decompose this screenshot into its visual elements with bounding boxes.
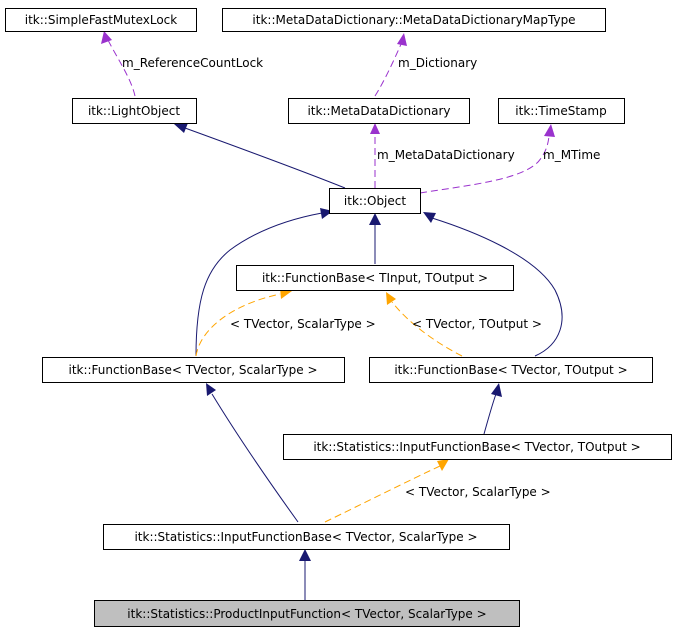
nodes: itk::SimpleFastMutexLock itk::MetaDataDi… [5, 8, 672, 627]
arrow-lightobject [174, 123, 188, 133]
node-label: itk::FunctionBase< TVector, TOutput > [394, 363, 627, 377]
label-mtime: m_MTime [543, 148, 600, 162]
edge-object-to-lightobject [184, 127, 346, 189]
arrow-functionbase-scalartype [206, 383, 216, 396]
node-label: itk::MetaDataDictionary::MetaDataDiction… [252, 13, 575, 27]
node-time-stamp[interactable]: itk::TimeStamp [498, 98, 625, 124]
edge-template-toutput-to-tinput [391, 301, 463, 357]
node-function-base-tvector-scalartype[interactable]: itk::FunctionBase< TVector, ScalarType > [42, 357, 345, 383]
node-input-function-base-tvector-scalartype[interactable]: itk::Statistics::InputFunctionBase< TVec… [103, 524, 510, 550]
label-template-scalartype-2: < TVector, ScalarType > [405, 485, 551, 499]
edge-functionbase-scalartype-to-object [195, 212, 323, 357]
label-template-toutput: < TVector, TOutput > [412, 317, 542, 331]
edge-metadatadictionary-to-maptype [374, 41, 403, 97]
node-input-function-base-tvector-toutput[interactable]: itk::Statistics::InputFunctionBase< TVec… [283, 434, 672, 460]
node-label: itk::Statistics::InputFunctionBase< TVec… [134, 530, 477, 544]
node-label: itk::FunctionBase< TVector, ScalarType > [68, 363, 317, 377]
node-label: itk::LightObject [88, 104, 180, 118]
edge-lightobject-to-mutexlock [107, 39, 136, 97]
edge-inputfunctionbase-toutput-to-functionbase-toutput [483, 393, 497, 435]
arrow-timestamp [544, 124, 555, 137]
label-reference-count-lock: m_ReferenceCountLock [122, 56, 263, 70]
edge-template-scalartype-to-tinput [195, 293, 281, 357]
node-simple-fast-mutex-lock[interactable]: itk::SimpleFastMutexLock [5, 8, 197, 32]
edge-functionbase-toutput-to-object [431, 217, 563, 357]
node-light-object[interactable]: itk::LightObject [72, 98, 197, 124]
arrow-object-from-tinput [369, 213, 381, 225]
node-product-input-function[interactable]: itk::Statistics::ProductInputFunction< T… [94, 600, 520, 627]
arrow-object-from-toutput [423, 212, 436, 223]
arrow-template-inputfunctionbase-toutput [437, 459, 449, 471]
node-meta-data-dictionary-map-type[interactable]: itk::MetaDataDictionary::MetaDataDiction… [222, 8, 606, 32]
edge-labels: m_ReferenceCountLock m_Dictionary m_Meta… [122, 56, 600, 499]
node-label: itk::SimpleFastMutexLock [25, 13, 178, 27]
arrow-template-tinput-2 [386, 292, 396, 305]
node-label: itk::Statistics::InputFunctionBase< TVec… [313, 440, 640, 454]
edge-inputfunctionbase-scalartype-to-functionbase-scalartype [211, 393, 299, 523]
node-meta-data-dictionary[interactable]: itk::MetaDataDictionary [288, 98, 470, 124]
node-label: itk::Statistics::ProductInputFunction< T… [127, 607, 486, 621]
label-template-scalartype-1: < TVector, ScalarType > [230, 317, 376, 331]
node-function-base-tvector-toutput[interactable]: itk::FunctionBase< TVector, TOutput > [369, 357, 653, 383]
node-object[interactable]: itk::Object [329, 188, 421, 214]
arrow-metadatadictionary [370, 123, 380, 134]
label-dictionary: m_Dictionary [398, 56, 477, 70]
arrow-maptype [397, 33, 407, 46]
node-function-base-tinput-toutput[interactable]: itk::FunctionBase< TInput, TOutput > [236, 265, 514, 291]
edge-template-inputfunctionbase [324, 465, 441, 523]
node-label: itk::MetaDataDictionary [307, 104, 450, 118]
edge-object-to-timestamp [419, 135, 550, 194]
node-label: itk::FunctionBase< TInput, TOutput > [262, 271, 488, 285]
arrow-mutexlock [101, 31, 112, 44]
node-label: itk::Object [344, 194, 406, 208]
arrow-functionbase-toutput [491, 383, 502, 397]
node-label: itk::TimeStamp [515, 104, 606, 118]
label-meta-data-dictionary: m_MetaDataDictionary [377, 148, 515, 162]
arrow-inputfunctionbase-scalartype [299, 549, 311, 561]
